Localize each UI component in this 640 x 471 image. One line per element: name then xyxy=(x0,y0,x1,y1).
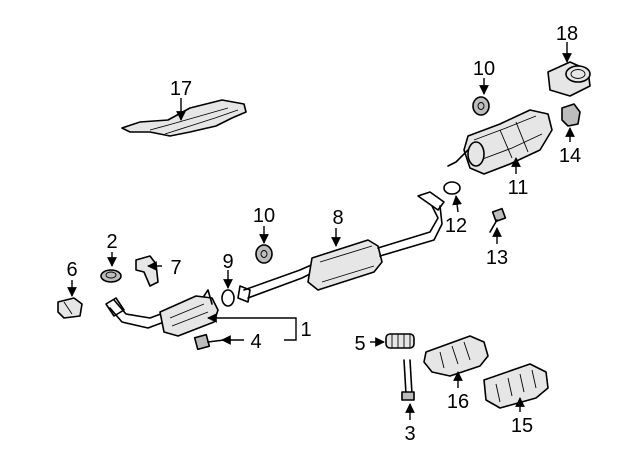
heat-shield-part xyxy=(121,99,247,137)
bracket-7-part xyxy=(135,255,159,287)
callout-10-upper: 10 xyxy=(473,58,495,80)
leader-1-bracket xyxy=(284,317,297,341)
gasket-12-part xyxy=(443,181,461,195)
gasket-9-part xyxy=(221,289,235,307)
callout-labels: 17 18 10 14 11 12 13 8 10 9 2 6 7 1 4 5 … xyxy=(66,23,581,445)
catalytic-converter-part xyxy=(105,289,219,337)
leader-lines xyxy=(67,42,575,420)
bracket-6-part xyxy=(57,297,83,319)
callout-13: 13 xyxy=(486,247,508,269)
callout-10-lower: 10 xyxy=(253,205,275,227)
muffler-part xyxy=(447,109,553,175)
callout-9: 9 xyxy=(222,251,233,273)
callout-6: 6 xyxy=(66,259,77,281)
insulator-lower-part xyxy=(255,244,273,264)
callout-5: 5 xyxy=(354,333,365,355)
bolt-13-part xyxy=(489,207,507,233)
callout-16: 16 xyxy=(447,391,469,413)
insulator-upper-part xyxy=(472,96,490,116)
callout-1: 1 xyxy=(300,319,311,341)
callout-17: 17 xyxy=(170,78,192,100)
callout-3: 3 xyxy=(404,423,415,445)
callout-8: 8 xyxy=(332,207,343,229)
gasket-2-part xyxy=(100,269,122,283)
callout-11: 11 xyxy=(508,177,529,199)
hanger-part xyxy=(561,103,581,127)
heat-shield-16-part xyxy=(423,335,489,377)
leader-12 xyxy=(452,195,462,213)
callout-15: 15 xyxy=(511,415,533,437)
callout-4: 4 xyxy=(250,331,261,353)
callout-18: 18 xyxy=(556,23,578,45)
spring-part xyxy=(385,333,415,349)
tail-pipe-tip-part xyxy=(547,61,591,97)
callout-14: 14 xyxy=(559,145,581,167)
callout-2: 2 xyxy=(106,231,117,253)
callout-7: 7 xyxy=(170,257,181,279)
heat-shield-15-part xyxy=(483,363,549,409)
bolt-4-part xyxy=(193,333,225,351)
bolt-3-part xyxy=(401,359,415,401)
center-pipe-part xyxy=(237,191,445,303)
callout-12: 12 xyxy=(445,215,467,237)
